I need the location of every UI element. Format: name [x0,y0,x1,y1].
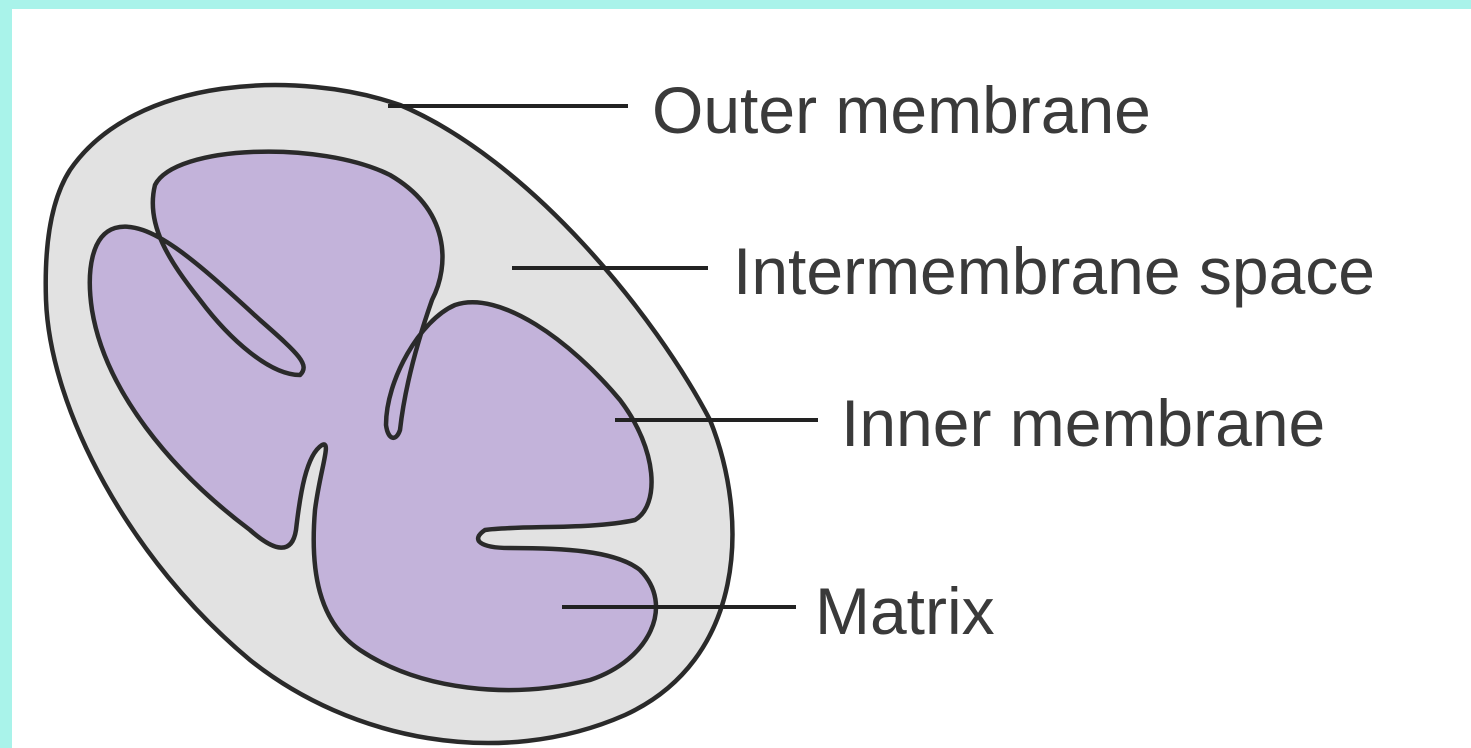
inner-membrane-label: Inner membrane [841,386,1325,460]
outer-membrane-label: Outer membrane [652,73,1151,147]
intermembrane-space-label: Intermembrane space [733,234,1375,308]
matrix-label: Matrix [815,574,995,648]
